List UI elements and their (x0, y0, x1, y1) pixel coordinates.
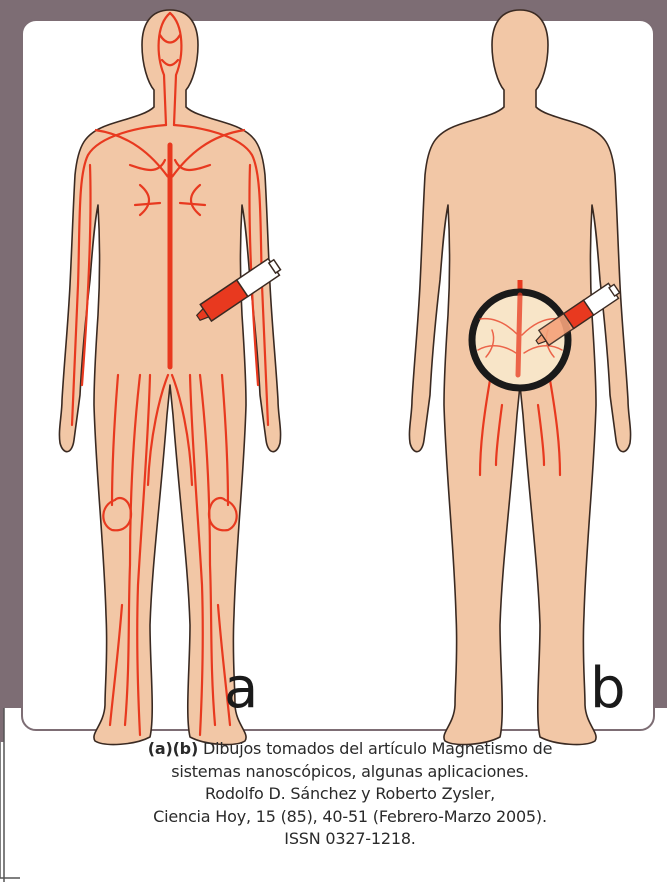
caption-line-4: Ciencia Hoy, 15 (85), 40-51 (Febrero-Mar… (40, 806, 660, 829)
figure-caption: (a)(b) Dibujos tomados del artículo Magn… (40, 738, 660, 851)
caption-bold-prefix: (a)(b) (148, 739, 198, 758)
label-a: a (224, 656, 258, 721)
caption-line-3: Rodolfo D. Sánchez y Roberto Zysler, (40, 783, 660, 806)
caption-line-2: sistemas nanoscópicos, algunas aplicacio… (40, 761, 660, 784)
caption-line-1: (a)(b) Dibujos tomados del artículo Magn… (40, 738, 660, 761)
caption-line-1-text: Dibujos tomados del artículo Magnetismo … (198, 739, 552, 758)
caption-line-5: ISSN 0327-1218. (40, 828, 660, 851)
label-b: b (590, 656, 626, 721)
